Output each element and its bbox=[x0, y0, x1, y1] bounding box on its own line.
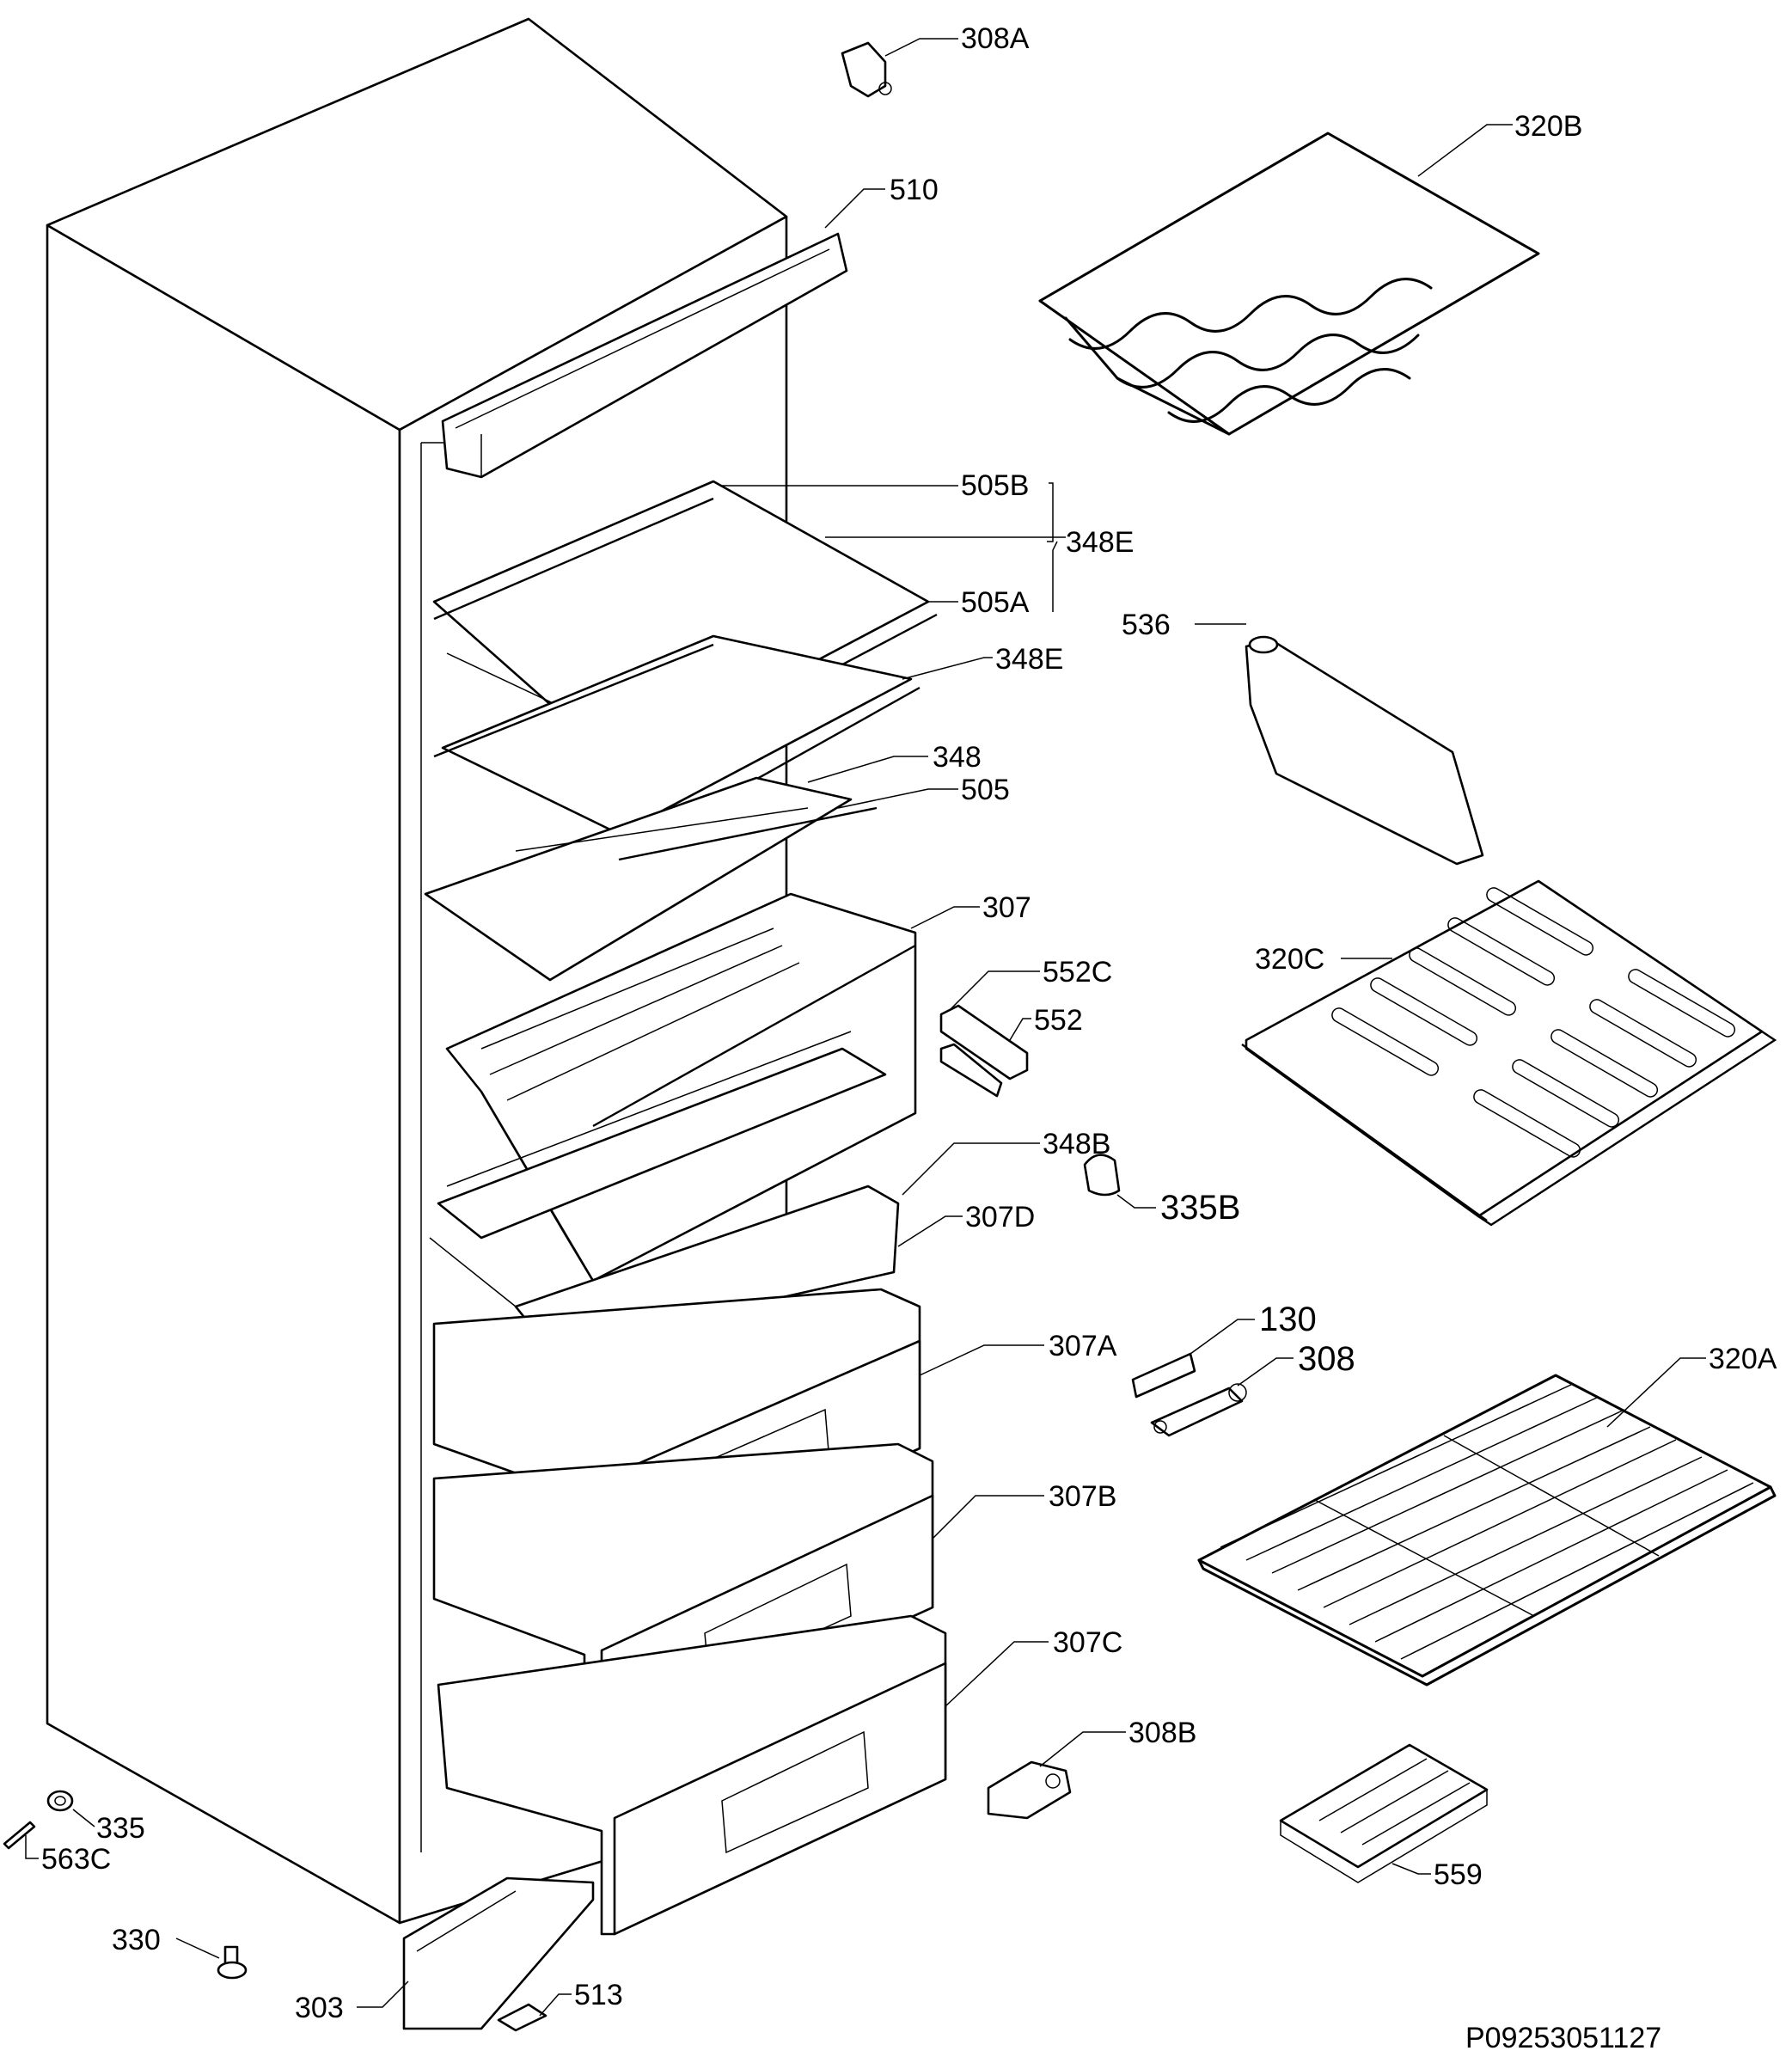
frame-348B bbox=[437, 1031, 887, 1240]
hinge-308 bbox=[1150, 1383, 1247, 1437]
drawer-307C bbox=[437, 1614, 947, 1936]
rails-552 bbox=[939, 1004, 1029, 1098]
label-348: 348 bbox=[933, 741, 982, 774]
clip-335B bbox=[1083, 1154, 1121, 1197]
label-348E-group: 348E bbox=[1066, 526, 1134, 559]
label-552: 552 bbox=[1034, 1004, 1083, 1037]
label-307: 307 bbox=[982, 891, 1031, 924]
label-505: 505 bbox=[961, 774, 1010, 806]
label-130: 130 bbox=[1259, 1301, 1317, 1338]
label-335B: 335B bbox=[1160, 1189, 1240, 1227]
label-510: 510 bbox=[890, 174, 939, 206]
label-559: 559 bbox=[1434, 1858, 1483, 1891]
leader-lines bbox=[25, 38, 1706, 2017]
label-348B: 348B bbox=[1043, 1128, 1110, 1160]
label-513: 513 bbox=[574, 1979, 623, 2011]
label-330: 330 bbox=[112, 1924, 161, 1956]
label-505A: 505A bbox=[961, 586, 1030, 619]
label-303: 303 bbox=[295, 1992, 344, 2024]
label-348E: 348E bbox=[995, 643, 1063, 676]
label-307C: 307C bbox=[1053, 1626, 1122, 1659]
shelf-320C bbox=[1241, 879, 1777, 1227]
hinge-308A bbox=[841, 41, 892, 98]
label-320C: 320C bbox=[1255, 943, 1324, 976]
wire-shelf-320A-bars bbox=[1220, 1383, 1754, 1660]
glass-shelf-lower bbox=[424, 776, 878, 982]
part-labels: 308A 320B 510 505B 348E 505A 348E 536 34… bbox=[41, 22, 1777, 2054]
label-307B: 307B bbox=[1049, 1480, 1116, 1513]
label-563C: 563C bbox=[41, 1843, 111, 1876]
label-320B: 320B bbox=[1514, 110, 1582, 143]
reference-code: P09253051127 bbox=[1465, 2022, 1661, 2054]
label-505B: 505B bbox=[961, 469, 1029, 502]
label-308B: 308B bbox=[1128, 1717, 1196, 1749]
plinth-303 bbox=[402, 1876, 595, 2030]
label-307A: 307A bbox=[1049, 1330, 1117, 1362]
tray-559 bbox=[1279, 1743, 1489, 1883]
shelf-320C-slots bbox=[1331, 887, 1736, 1158]
label-308A: 308A bbox=[961, 22, 1030, 55]
wine-rack-320B bbox=[1038, 132, 1540, 436]
hinge-308B bbox=[987, 1760, 1072, 1820]
divider-536 bbox=[1245, 635, 1484, 866]
foot-335 bbox=[46, 1790, 74, 1812]
screw-foot-330 bbox=[217, 1945, 248, 1980]
label-335: 335 bbox=[96, 1812, 145, 1845]
label-536: 536 bbox=[1122, 609, 1171, 641]
clip-513 bbox=[497, 2003, 547, 2032]
wire-shelf-320A bbox=[1197, 1374, 1777, 1687]
top-panel-510 bbox=[441, 232, 848, 479]
label-320A: 320A bbox=[1709, 1343, 1777, 1375]
label-308: 308 bbox=[1298, 1340, 1355, 1378]
label-552C: 552C bbox=[1043, 956, 1112, 989]
bracket-130 bbox=[1131, 1352, 1196, 1399]
label-307D: 307D bbox=[965, 1201, 1035, 1234]
pin-563C bbox=[3, 1821, 36, 1850]
